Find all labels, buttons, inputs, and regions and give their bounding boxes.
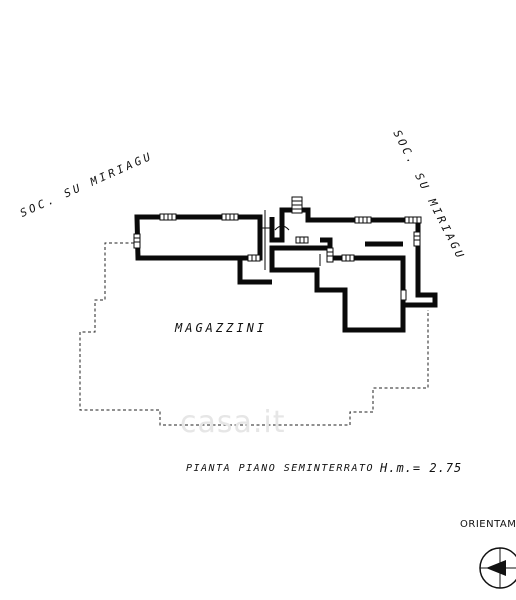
height-label: H.m.= 2.75 [380,461,463,475]
room-label-magazzini: MAGAZZINI [175,321,268,335]
window-openings [133,196,422,301]
watermark: casa.it [180,405,286,440]
plan-title: PIANTA PIANO SEMINTERRATO [186,463,375,474]
ground-outline [79,242,429,426]
compass-rose [479,547,516,589]
orientation-label: ORIENTAME [460,519,516,530]
interior-details [262,210,321,270]
building-walls [134,207,438,333]
